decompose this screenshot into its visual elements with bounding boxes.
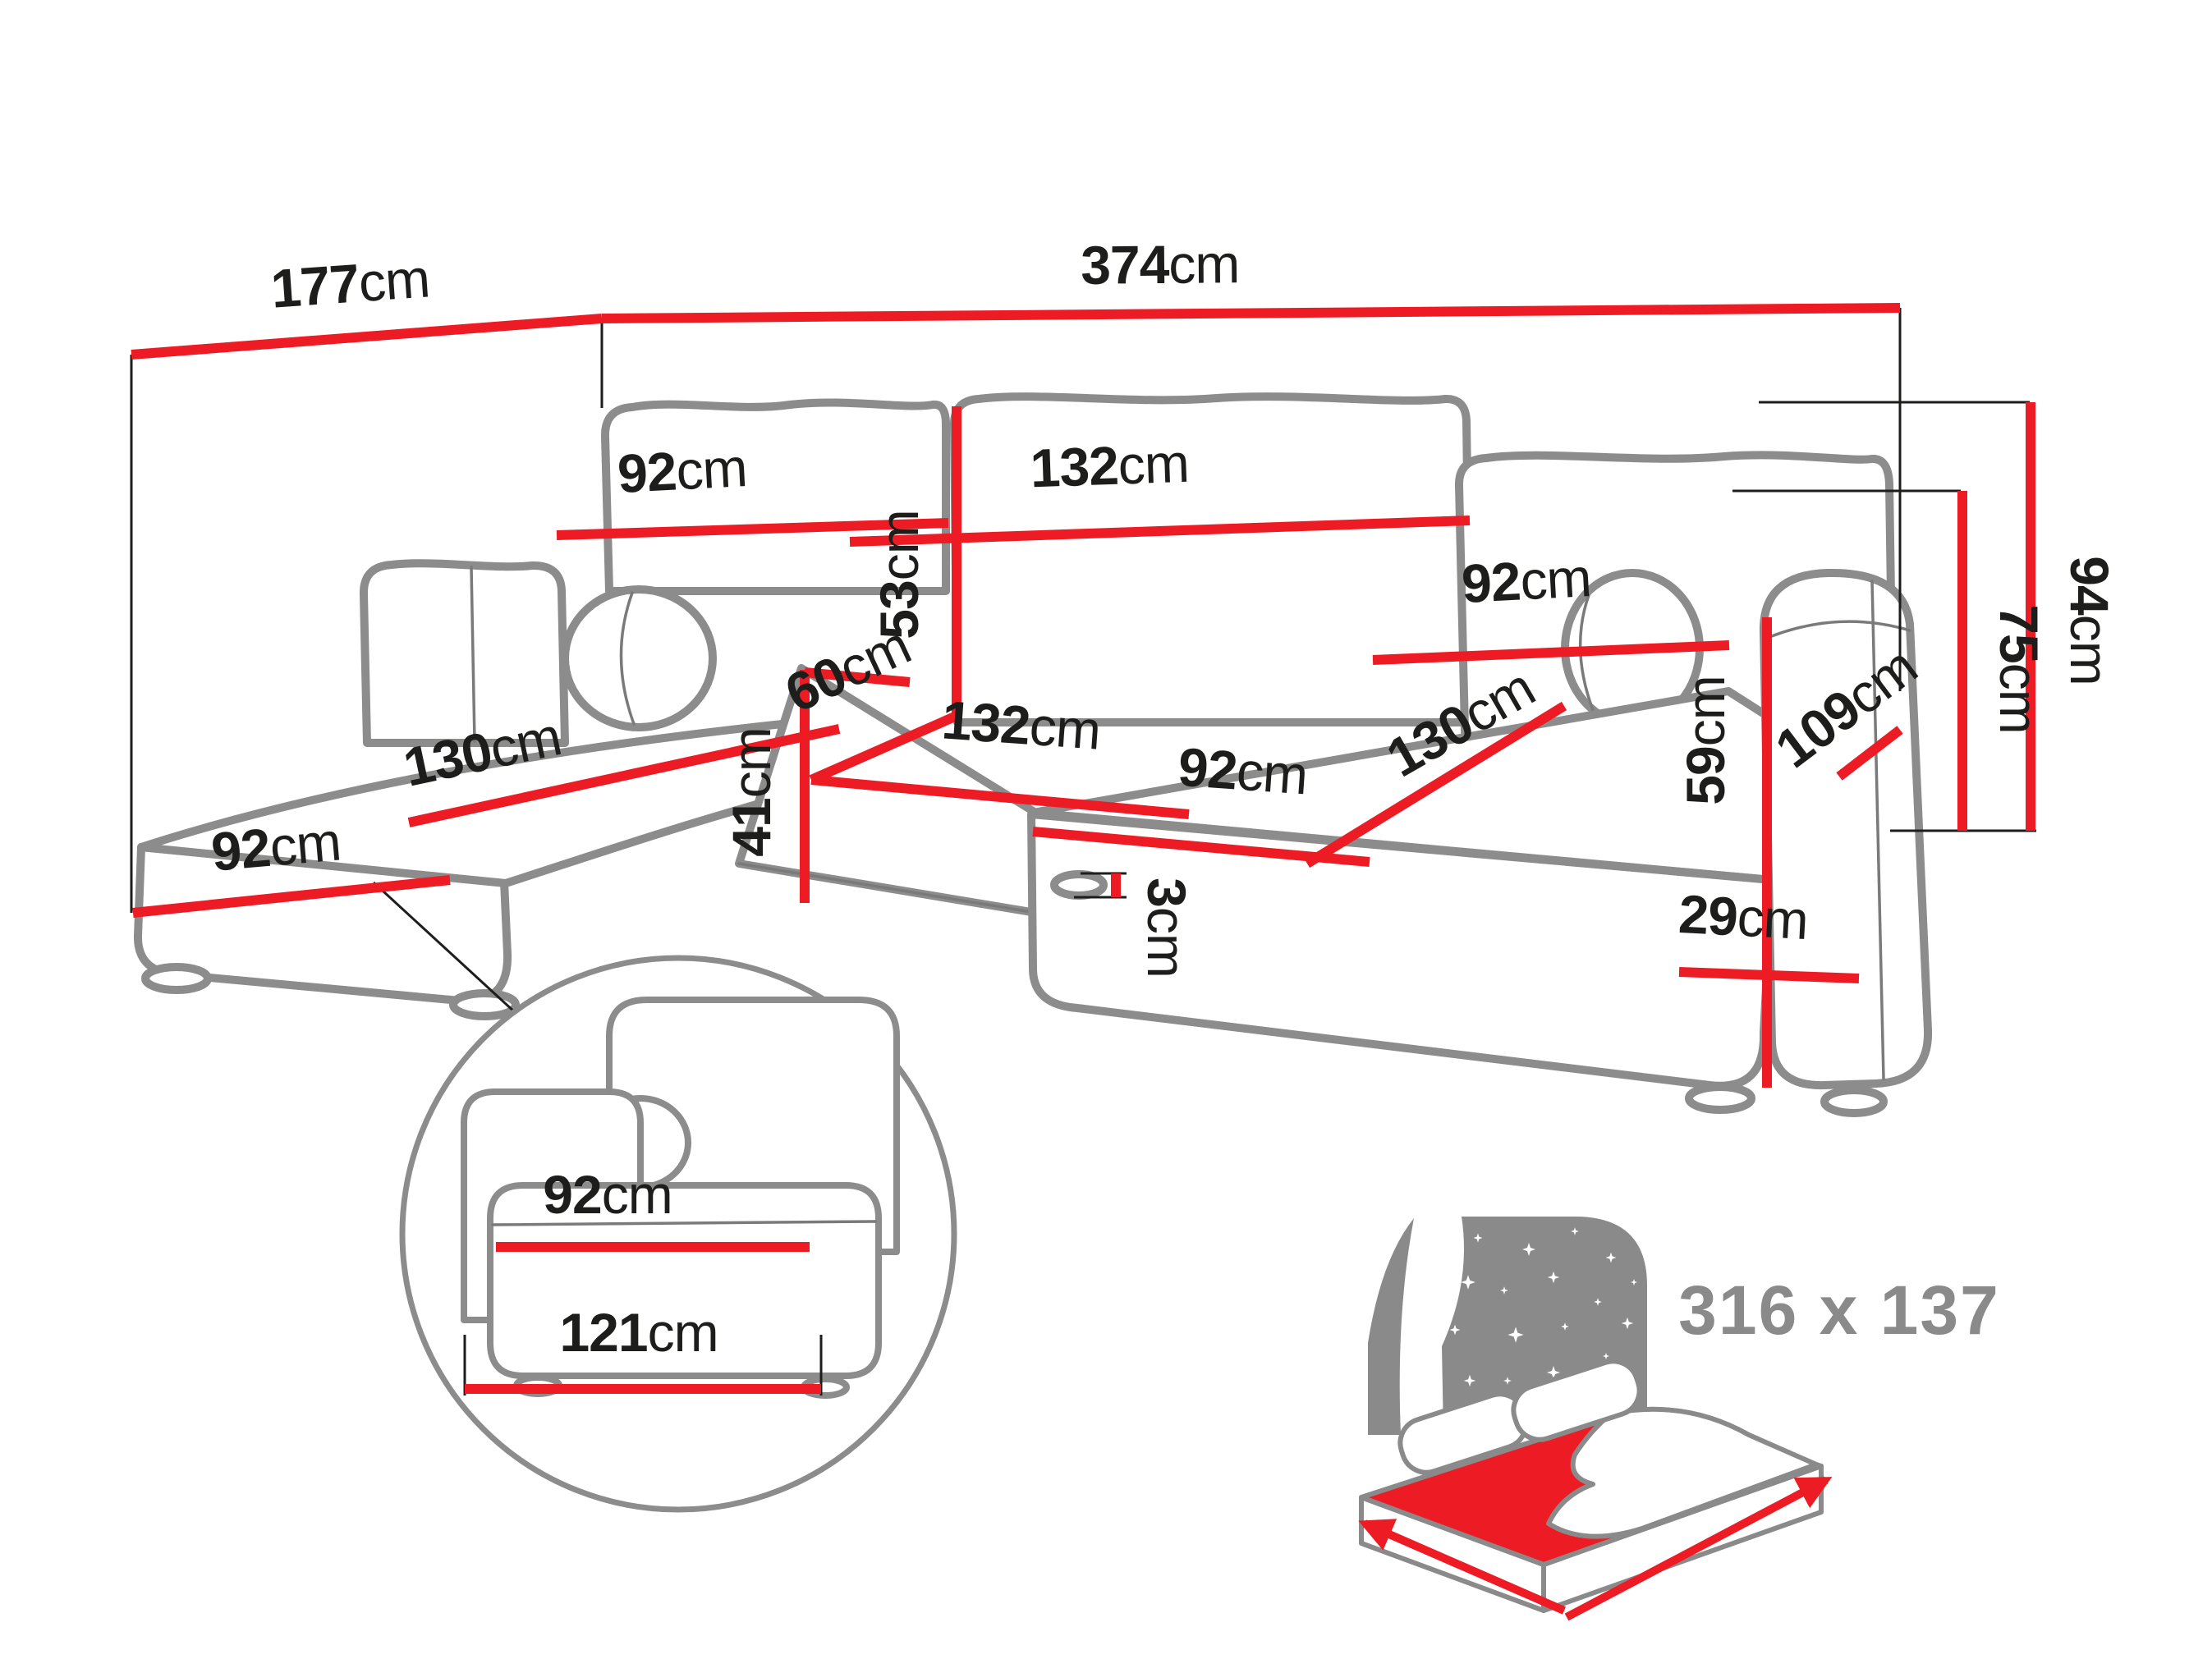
dim-label-backrest-132: 132cm <box>1029 433 1190 499</box>
dim-line-374 <box>601 303 1901 323</box>
left-bolster-pillow <box>561 585 717 731</box>
dim-line-backrest-right-92 <box>1372 640 1730 665</box>
bed-arrow-length <box>1564 1476 1833 1621</box>
inset-label-92: 92cm <box>543 1164 672 1225</box>
middle-seat-bottom-edge <box>737 862 1038 914</box>
bed-headboard-sliver <box>1368 1218 1414 1435</box>
bed-size-label: 316 x 137 <box>1678 1272 2000 1349</box>
dim-line-chaise-left-92 <box>132 875 451 918</box>
backrest-cushion-middle <box>950 392 1475 726</box>
left-bolster-crease <box>619 591 636 726</box>
bed-icon: 316 x 137 <box>1358 1217 2000 1621</box>
dim-line-chaise-right-130 <box>1304 701 1567 868</box>
dim-line-seat-132 <box>810 775 1190 819</box>
foot-middle <box>1050 870 1108 900</box>
dim-tick-41-top <box>804 667 911 687</box>
dim-label-29: 29cm <box>1677 883 1810 951</box>
dim-line-60 <box>809 711 959 785</box>
right-armrest <box>1759 568 1933 1090</box>
dim-label-chaise-right-92: 92cm <box>1177 736 1310 806</box>
left-armrest <box>360 559 569 747</box>
inset-label-121: 121cm <box>559 1302 718 1363</box>
dim-label-backrest-right-92: 92cm <box>1460 547 1592 614</box>
dim-label-374: 374cm <box>1081 233 1240 296</box>
dim-label-chaise-left-92: 92cm <box>209 810 342 882</box>
foot-right-armrest <box>1820 1086 1888 1117</box>
left-armrest-crease <box>470 566 476 743</box>
foot-left-front <box>141 963 212 994</box>
dim-label-59: 59cm <box>1675 676 1736 804</box>
foot-right-front <box>1685 1083 1755 1114</box>
dim-label-3: 3cm <box>1136 878 1197 978</box>
right-armrest-top-crease <box>1764 620 1911 640</box>
dimension-lines <box>131 303 2035 1088</box>
dim-label-backrest-left-92: 92cm <box>616 437 748 504</box>
right-armrest-front-crease <box>1870 580 1885 1080</box>
dim-label-53: 53cm <box>869 510 929 639</box>
dim-line-chaise-left-130 <box>407 724 841 827</box>
sofa-sketch <box>133 392 1933 1117</box>
dim-line-chaise-right-92 <box>1032 827 1370 867</box>
dim-label-177: 177cm <box>268 247 431 319</box>
dim-line-backrest-left-92 <box>556 518 949 540</box>
inset-seat-crease <box>491 1220 877 1226</box>
dim-label-94: 94cm <box>2059 556 2120 685</box>
dim-label-75: 75cm <box>1989 604 2049 733</box>
dim-line-109 <box>1836 726 1903 781</box>
inset-seat <box>487 1182 882 1379</box>
bed-duvet <box>1546 1406 1819 1539</box>
dim-line-29 <box>1678 967 1860 983</box>
bed-arrow-width <box>1358 1519 1566 1615</box>
bed-pillows <box>1397 1359 1642 1475</box>
reference-lines <box>130 308 2036 1024</box>
inset-detail: 92cm 121cm <box>399 955 957 1513</box>
dim-label-seat-132: 132cm <box>940 689 1103 760</box>
inset-leader-line <box>372 881 527 1024</box>
dim-label-41: 41cm <box>721 727 782 856</box>
dim-line-177 <box>131 314 603 360</box>
